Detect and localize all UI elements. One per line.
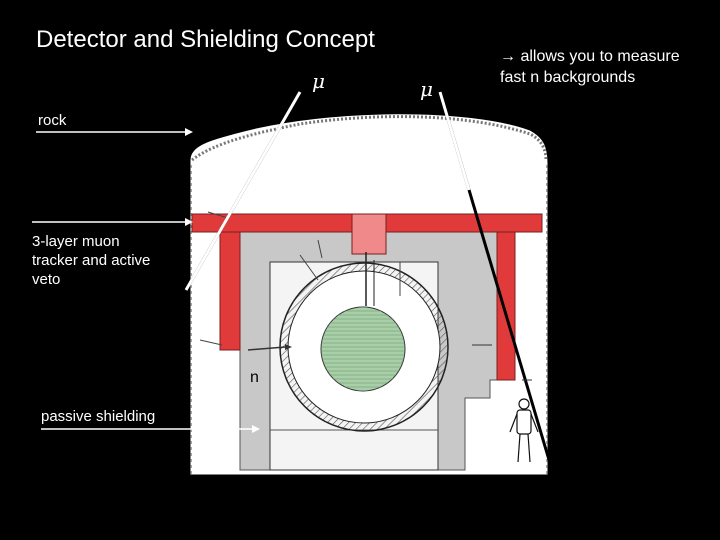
tracker-line-1: 3-layer muon [32, 233, 120, 250]
muon-track-right-outside [438, 91, 471, 191]
label-muon-tracker: 3-layer muon tracker and active veto [32, 232, 172, 289]
mu-right-symbol: μ [420, 77, 433, 101]
veto-chimney [351, 213, 387, 255]
tracker-line-3: veto [32, 271, 61, 288]
label-rock: rock [38, 112, 67, 129]
person-figure [509, 398, 539, 463]
mu-left-symbol: μ [312, 69, 325, 93]
slide-title: Detector and Shielding Concept [36, 26, 375, 53]
neutron-arrow [247, 346, 286, 351]
note-text: → allows you to measure fast n backgroun… [500, 46, 715, 88]
note-line-2: fast n backgrounds [500, 69, 636, 86]
neutron-label: n [250, 369, 259, 386]
note-line-1: → allows you to measure [500, 48, 680, 65]
label-passive-shielding: passive shielding [41, 408, 156, 425]
veto-right [496, 231, 516, 381]
rock-boundary [191, 115, 548, 162]
muon-track-left-outside [184, 91, 302, 291]
veto-left [219, 231, 241, 351]
tracker-line-2: tracker and active [32, 252, 151, 269]
